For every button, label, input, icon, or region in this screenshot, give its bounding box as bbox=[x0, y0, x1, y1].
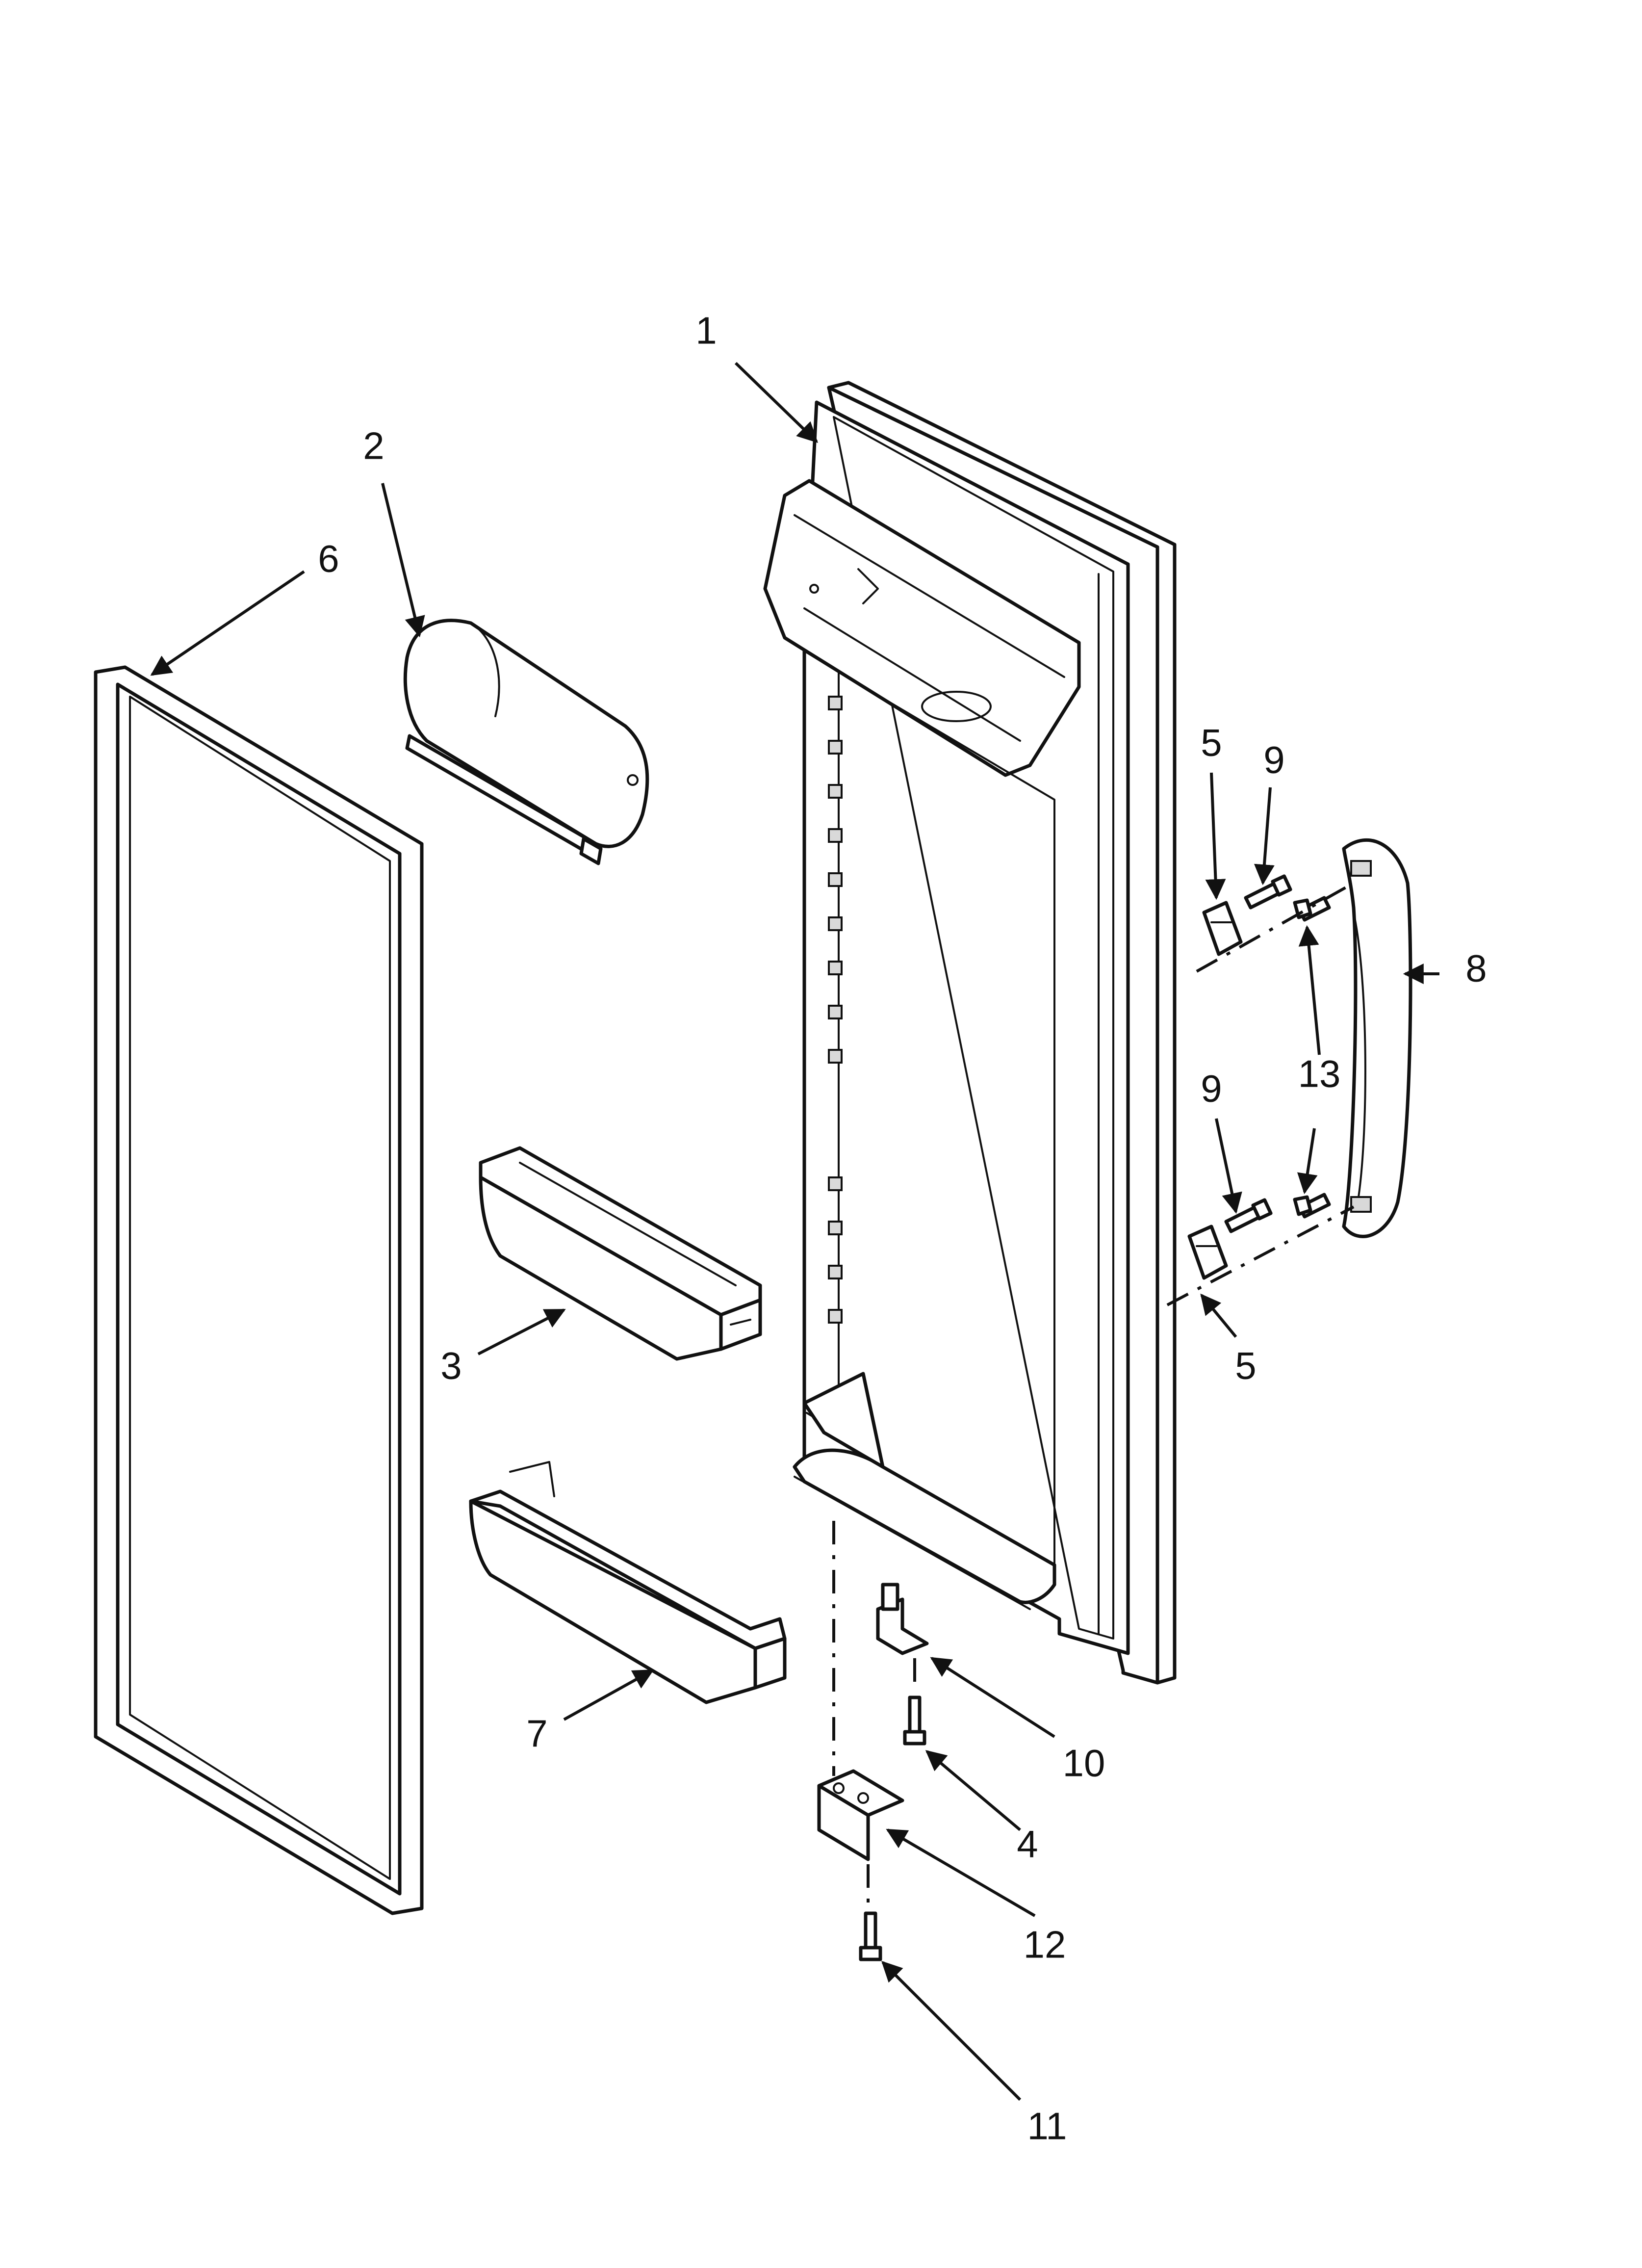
leader-lines bbox=[150, 362, 1439, 2101]
bushing-screw bbox=[903, 1695, 926, 1746]
door-shelf-bin bbox=[479, 1146, 762, 1361]
callout-1: 1 bbox=[695, 309, 717, 352]
door-gasket bbox=[94, 665, 424, 1915]
hinge-bushing bbox=[876, 1583, 929, 1655]
door-handle bbox=[1342, 838, 1412, 1238]
callout-6: 6 bbox=[318, 537, 339, 580]
callout-12: 12 bbox=[1024, 1923, 1066, 1966]
handle-bracket-upper bbox=[1202, 901, 1243, 956]
callout-13: 13 bbox=[1298, 1052, 1341, 1095]
dairy-door-cover bbox=[403, 619, 649, 865]
callout-8: 8 bbox=[1465, 947, 1487, 990]
handle-mounting-screw-lower bbox=[1293, 1193, 1331, 1219]
bottom-hinge bbox=[817, 1769, 904, 1861]
callout-3: 3 bbox=[440, 1344, 462, 1387]
callout-9-upper: 9 bbox=[1263, 738, 1284, 782]
hinge-screw bbox=[859, 1911, 882, 1961]
callout-11: 11 bbox=[1027, 2105, 1067, 2148]
callout-labels: 1 2 6 5 9 8 13 9 3 5 7 10 4 12 11 bbox=[318, 309, 1487, 2148]
door-liner-assembly bbox=[763, 381, 1177, 1685]
lower-door-bin bbox=[469, 1461, 787, 1704]
handle-screw-lower bbox=[1224, 1198, 1273, 1233]
callout-5-upper: 5 bbox=[1201, 721, 1222, 764]
callout-7: 7 bbox=[526, 1712, 547, 1755]
callout-4: 4 bbox=[1017, 1823, 1038, 1866]
callout-5-lower: 5 bbox=[1235, 1344, 1256, 1387]
callout-9-lower: 9 bbox=[1201, 1067, 1222, 1110]
handle-mounting-screw-upper bbox=[1293, 896, 1331, 922]
callout-10: 10 bbox=[1063, 1742, 1105, 1785]
handle-screw-upper bbox=[1244, 874, 1292, 910]
callout-2: 2 bbox=[363, 424, 384, 468]
handle-bracket-lower bbox=[1187, 1225, 1228, 1280]
